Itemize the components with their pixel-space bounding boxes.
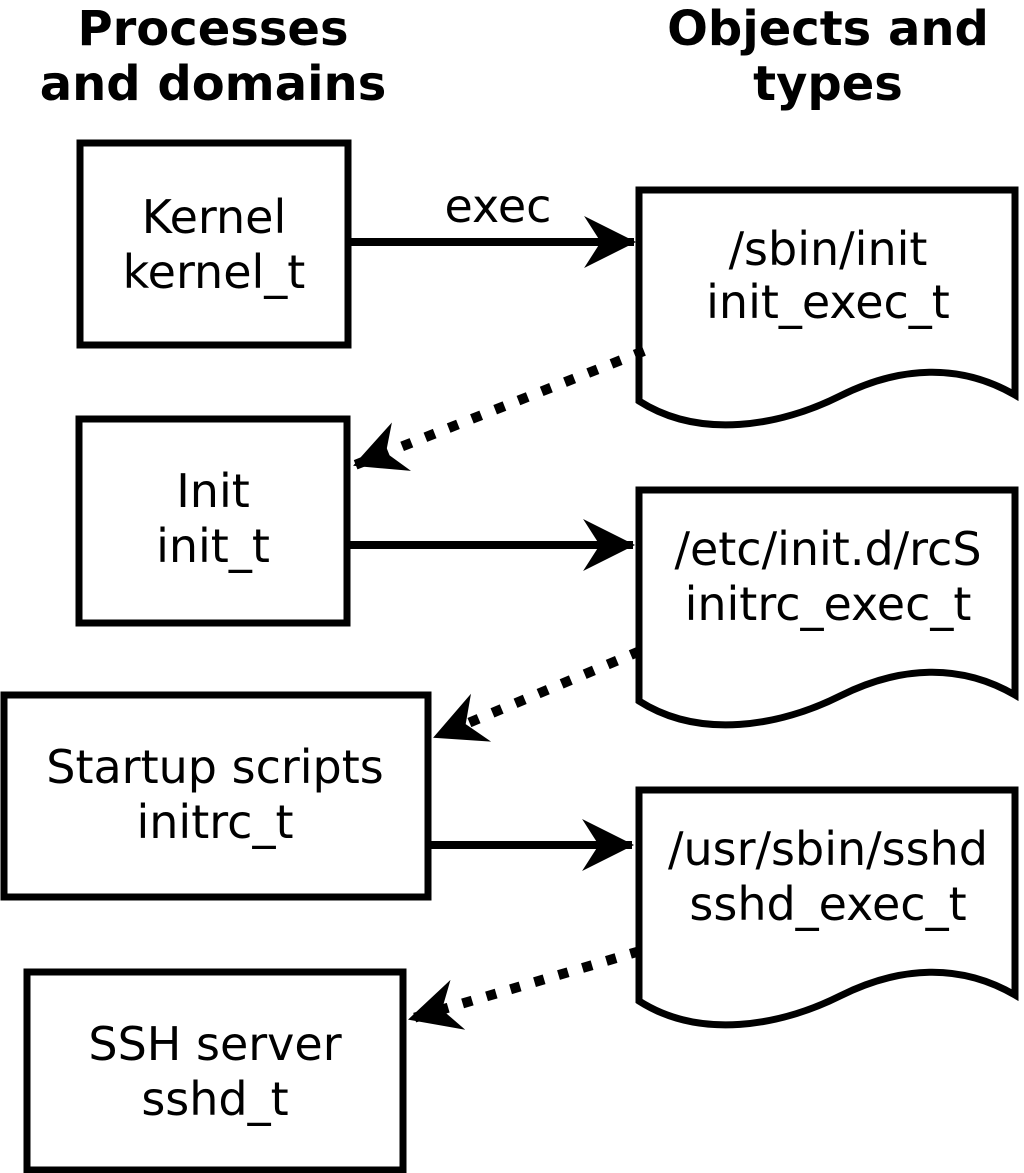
process-name: Init <box>176 464 250 518</box>
process-node-kernel: Kernel kernel_t <box>76 139 352 349</box>
process-node-ssh-server: SSH server sshd_t <box>23 968 407 1173</box>
transition-arrow-rcs-to-initrc <box>433 646 642 742</box>
process-box <box>76 139 352 349</box>
right-column-header-line2: types <box>753 56 903 112</box>
process-box <box>75 415 351 627</box>
transition-arrow-sshd-exec-to-sshd <box>408 946 642 1030</box>
process-box <box>0 691 432 901</box>
right-column-header-line1: Objects and <box>667 1 989 57</box>
object-node-etc-initd-rcs: /etc/init.d/rcS initrc_exec_t <box>635 486 1019 729</box>
transition-arrow-sbin-init-to-init <box>353 346 646 471</box>
process-name: Startup scripts <box>46 740 384 794</box>
object-type: init_exec_t <box>706 275 950 329</box>
process-domain: sshd_t <box>141 1072 288 1126</box>
object-node-usr-sbin-sshd: /usr/sbin/sshd sshd_exec_t <box>635 786 1019 1029</box>
process-name: Kernel <box>142 190 287 244</box>
process-name: SSH server <box>88 1017 341 1071</box>
object-path: /etc/init.d/rcS <box>674 522 981 576</box>
column-headers: Processes and domains Objects and types <box>40 1 989 112</box>
process-node-startup-scripts: Startup scripts initrc_t <box>0 691 432 901</box>
object-type: initrc_exec_t <box>685 577 972 631</box>
process-box <box>23 968 407 1173</box>
object-path: /sbin/init <box>729 222 928 276</box>
process-domain: initrc_t <box>137 795 294 849</box>
edges: exec <box>345 179 646 1030</box>
process-domain: kernel_t <box>123 245 306 299</box>
object-path: /usr/sbin/sshd <box>668 822 988 876</box>
process-domain: init_t <box>156 519 270 573</box>
left-column-header-line2: and domains <box>40 56 387 112</box>
process-node-init: Init init_t <box>75 415 351 627</box>
exec-edge-label: exec <box>445 179 552 233</box>
left-column-header-line1: Processes <box>77 1 348 57</box>
document-shape <box>635 186 1019 429</box>
document-shape <box>635 486 1019 729</box>
object-node-sbin-init: /sbin/init init_exec_t <box>635 186 1019 429</box>
object-type: sshd_exec_t <box>689 877 966 931</box>
document-shape <box>635 786 1019 1029</box>
